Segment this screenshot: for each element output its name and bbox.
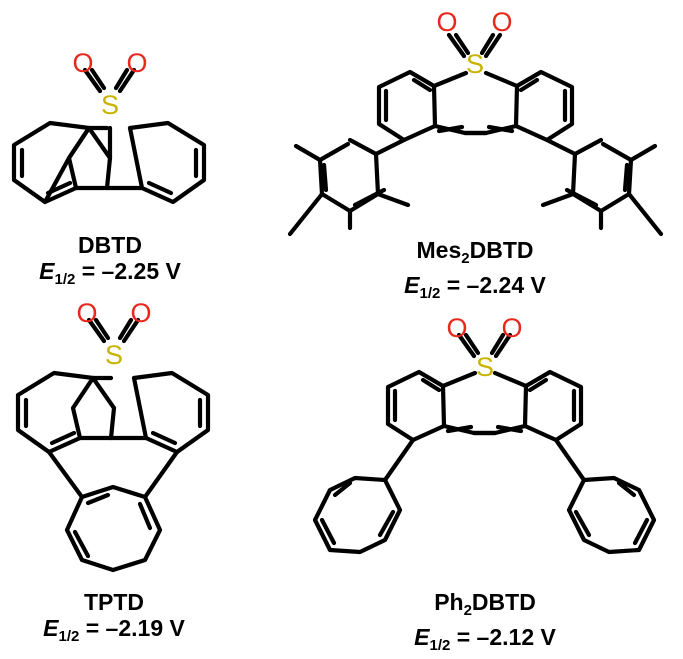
ph2dbtd-oxygen-left: O bbox=[446, 313, 467, 343]
ph2dbtd-oxygen-right: O bbox=[501, 313, 522, 343]
tptd-label: TPTD E1/2 = –2.19 V bbox=[24, 589, 204, 650]
structures-canvas: S O O S O O S O O bbox=[11, 7, 664, 573]
mes2dbtd-potential: E1/2 = –2.24 V bbox=[404, 272, 546, 302]
ph2dbtd-label: Ph2DBTD E1/2 = –2.12 V bbox=[395, 589, 575, 659]
ph2dbtd-potential: E1/2 = –2.12 V bbox=[414, 624, 556, 654]
ph2dbtd-sulfur: S bbox=[476, 352, 494, 382]
tptd-name: TPTD bbox=[83, 589, 145, 615]
dbtd-oxygen-left: O bbox=[72, 48, 93, 78]
mes2dbtd-label: Mes2DBTD E1/2 = –2.24 V bbox=[385, 237, 565, 307]
dbtd-oxygen-right: O bbox=[126, 48, 147, 78]
dbtd-label: DBTD E1/2 = –2.25 V bbox=[20, 232, 200, 293]
dbtd-sulfur: S bbox=[101, 90, 119, 120]
ph2dbtd-name: Ph2DBTD bbox=[434, 589, 536, 619]
dbtd-potential: E1/2 = –2.25 V bbox=[39, 258, 181, 288]
mes2dbtd-oxygen-left: O bbox=[436, 7, 457, 37]
ph2dbtd-structure: S O O bbox=[312, 313, 657, 555]
mes2dbtd-name: Mes2DBTD bbox=[416, 237, 534, 267]
mes2dbtd-sulfur: S bbox=[466, 49, 484, 79]
tptd-oxygen-left: O bbox=[76, 298, 97, 328]
tptd-structure: S O O bbox=[15, 298, 211, 573]
dbtd-structure: S O O bbox=[11, 48, 207, 205]
mes2dbtd-structure: S O O bbox=[287, 7, 664, 237]
tptd-oxygen-right: O bbox=[130, 298, 151, 328]
tptd-sulfur: S bbox=[105, 340, 123, 370]
tptd-potential: E1/2 = –2.19 V bbox=[43, 615, 185, 645]
dbtd-name: DBTD bbox=[78, 232, 142, 258]
mes2dbtd-oxygen-right: O bbox=[491, 7, 512, 37]
